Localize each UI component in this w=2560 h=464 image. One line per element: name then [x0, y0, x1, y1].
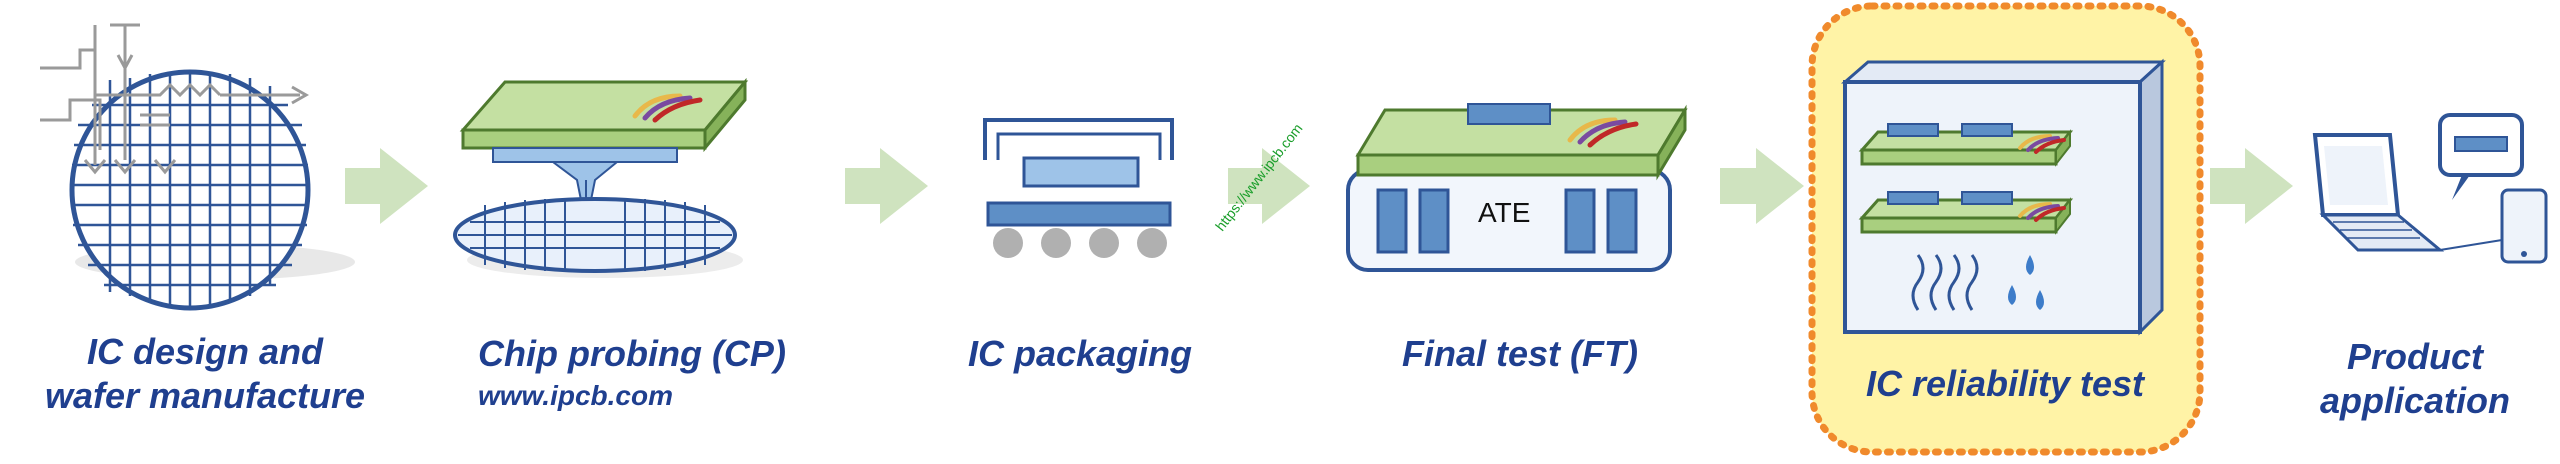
step3-label-line1: IC packaging: [967, 333, 1193, 374]
step4-label: Final test (FT): [1360, 332, 1680, 376]
flow-arrow-5: [2210, 148, 2293, 224]
ic-packaging-icon: [983, 118, 1174, 258]
step1-label: IC design and wafer manufacture: [20, 330, 390, 418]
step6-label-line1: Product: [2346, 336, 2483, 377]
step6-label-line2: application: [2319, 380, 2511, 421]
step1-label-line1: IC design and: [86, 331, 324, 372]
flow-arrow-3: [1228, 148, 1310, 224]
step6-label: Product application: [2290, 335, 2540, 423]
wafer-design-icon: [40, 23, 355, 311]
step5-label: IC reliability test: [1815, 362, 2195, 406]
flow-arrow-2: [845, 148, 928, 224]
reliability-chamber-icon: [1840, 58, 2166, 336]
product-devices-icon: [2312, 113, 2548, 264]
ate-label: ATE: [1478, 197, 1530, 228]
chip-probing-icon: [453, 77, 749, 278]
step3-label: IC packaging: [940, 332, 1220, 376]
final-test-icon: ATE: [1346, 103, 1688, 272]
step2-sublabel-url: www.ipcb.com: [478, 380, 673, 411]
flow-arrow-4: [1720, 148, 1804, 224]
step2-label-line1: Chip probing (CP): [478, 333, 786, 374]
flow-arrow-1: [345, 148, 428, 224]
step4-label-line1: Final test (FT): [1402, 333, 1638, 374]
step5-label-line1: IC reliability test: [1865, 363, 2145, 404]
step1-label-line2: wafer manufacture: [44, 375, 366, 416]
step2-label: Chip probing (CP): [478, 332, 786, 376]
